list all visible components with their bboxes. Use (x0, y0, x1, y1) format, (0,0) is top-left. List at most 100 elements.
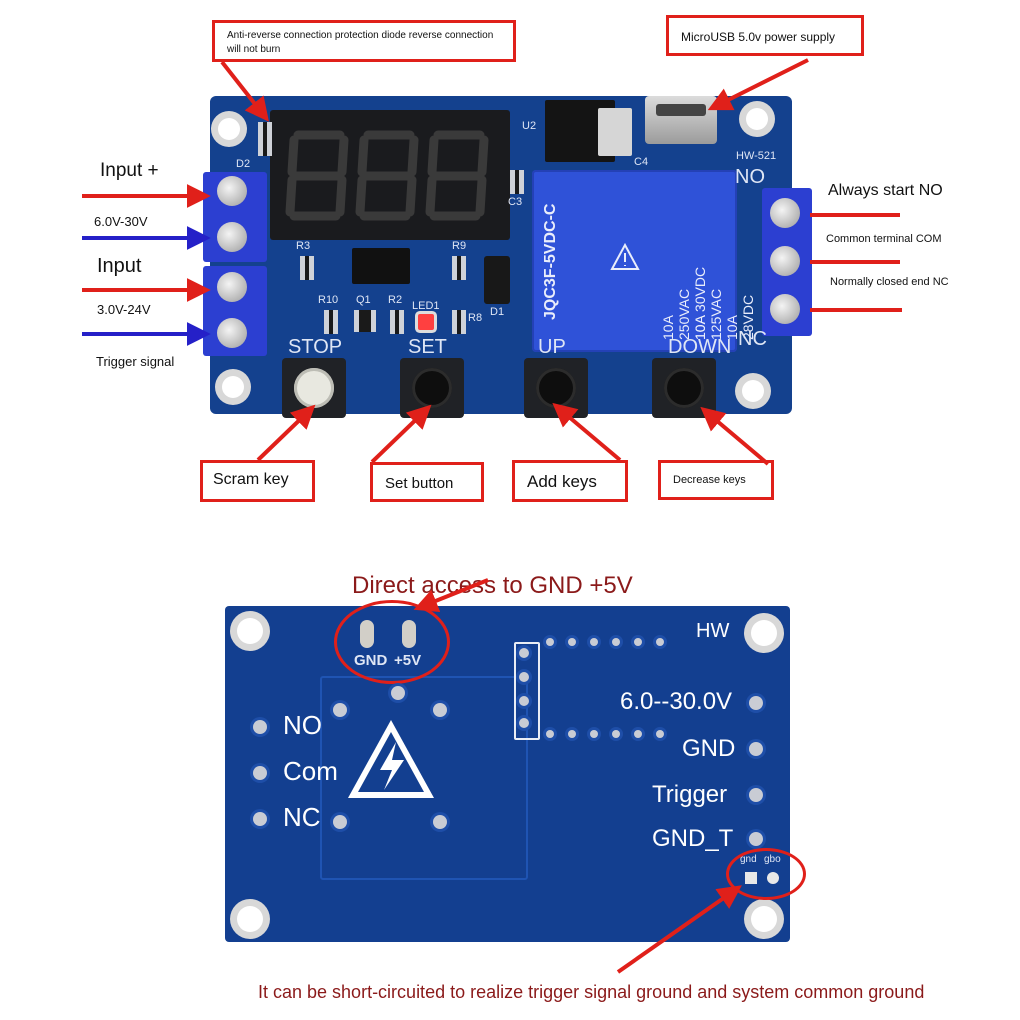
high-voltage-warning-icon (348, 720, 434, 798)
display-pin (568, 638, 576, 646)
callout-add-text: Add keys (527, 472, 597, 491)
stop-button-cap (294, 368, 334, 408)
set-button[interactable] (400, 358, 464, 418)
silk-c4: C4 (634, 156, 649, 168)
silk-gnd-terminal: GND (682, 735, 736, 762)
callout-anti-reverse-text: Anti-reverse connection protection diode… (227, 30, 494, 55)
callout-microusb-text: MicroUSB 5.0v power supply (681, 30, 836, 44)
label-trigger-signal: Trigger signal (96, 354, 175, 369)
silk-nc-terminal: NC (283, 802, 321, 832)
transistor-q1 (354, 310, 376, 332)
header-pin-2 (519, 672, 529, 682)
programming-header (514, 642, 540, 740)
display-pin (568, 730, 576, 738)
screw-trigger-minus (217, 318, 247, 348)
callout-set-text: Set button (385, 475, 454, 492)
voltage-terminal-pad (749, 696, 763, 710)
label-normally-closed: Normally closed end NC (830, 276, 949, 288)
silk-down: DOWN (668, 336, 732, 358)
silk-trigger-terminal: Trigger (652, 781, 728, 808)
nc-terminal-pad (253, 812, 267, 826)
silk-voltage-range: 6.0--30.0V (620, 688, 733, 715)
silk-r2: R2 (388, 294, 403, 306)
silk-c3: C3 (508, 196, 523, 208)
com-terminal-pad (253, 766, 267, 780)
silk-d1: D1 (490, 306, 505, 318)
trigger-terminal-pad (749, 788, 763, 802)
display-pin (612, 638, 620, 646)
screw-nc (770, 294, 800, 324)
label-range-1: 6.0V-30V (94, 214, 148, 229)
resistor-r3 (300, 256, 314, 280)
callout-microusb: MicroUSB 5.0v power supply (666, 15, 864, 56)
regulator-tab (598, 108, 632, 156)
screw-trigger-plus (217, 272, 247, 302)
gnd-t-terminal-pad (749, 832, 763, 846)
relay-warning-triangle-icon (610, 242, 640, 270)
down-button-cap (664, 368, 704, 408)
display-pin (612, 730, 620, 738)
header-pin-4 (519, 718, 529, 728)
arrow-decrease (700, 406, 770, 466)
display-pin (590, 638, 598, 646)
silk-r9: R9 (452, 240, 467, 252)
relay-pad (391, 686, 405, 700)
resistor-r9 (452, 256, 466, 280)
up-button-cap (536, 368, 576, 408)
arrow-anti-reverse (220, 60, 269, 122)
bottom-footer-note: It can be short-circuited to realize tri… (258, 982, 925, 1002)
relay-pad (433, 703, 447, 717)
short-circuit-highlight-circle (726, 848, 806, 900)
silk-model: HW-521 (736, 150, 777, 162)
arrow-microusb (707, 58, 809, 111)
screw-power-plus (217, 176, 247, 206)
bottom-hole-top-right (751, 620, 777, 646)
resistor-r8 (452, 310, 466, 334)
silk-hw: HW (696, 620, 730, 642)
relay-pad (333, 815, 347, 829)
screw-no (770, 198, 800, 228)
relay-pad (333, 703, 347, 717)
callout-scram-text: Scram key (213, 471, 289, 488)
callout-scram: Scram key (200, 460, 315, 502)
microusb-port-opening (656, 104, 706, 116)
screw-com (770, 246, 800, 276)
capacitor-c3 (510, 170, 524, 194)
display-pin (656, 730, 664, 738)
silk-com-terminal: Com (283, 756, 338, 786)
label-common-terminal: Common terminal COM (826, 233, 942, 245)
arrow-scram (256, 404, 316, 462)
silk-up: UP (538, 336, 566, 358)
callout-anti-reverse: Anti-reverse connection protection diode… (212, 20, 516, 62)
silk-gnd-t-terminal: GND_T (652, 825, 734, 852)
bottom-hole-top-left (237, 618, 263, 644)
display-pin (634, 638, 642, 646)
silk-stop: STOP (288, 336, 343, 358)
arrow-short-circuit (616, 885, 742, 974)
silk-no-terminal: NO (283, 710, 322, 740)
set-button-cap (412, 368, 452, 408)
callout-decrease: Decrease keys (658, 460, 774, 500)
diode-d2 (258, 122, 272, 156)
bottom-pcb-board (225, 606, 790, 942)
seven-segment-display (270, 110, 510, 240)
silk-r3: R3 (296, 240, 311, 252)
display-pin (590, 730, 598, 738)
silk-r8: R8 (468, 312, 483, 324)
silk-nc: NC (738, 328, 767, 350)
silk-q1: Q1 (356, 294, 371, 306)
arrow-direct-access (413, 578, 489, 613)
label-input: Input (97, 255, 142, 277)
led1 (418, 314, 434, 330)
resistor-r10 (324, 310, 338, 334)
gnd-terminal-pad (749, 742, 763, 756)
stop-button[interactable] (282, 358, 346, 418)
callout-set: Set button (370, 462, 484, 502)
silk-u2: U2 (522, 120, 537, 132)
callout-add: Add keys (512, 460, 628, 502)
display-pin (634, 730, 642, 738)
mount-hole-top-left (218, 118, 240, 140)
arrow-add (552, 402, 622, 462)
arrow-set (370, 404, 432, 464)
